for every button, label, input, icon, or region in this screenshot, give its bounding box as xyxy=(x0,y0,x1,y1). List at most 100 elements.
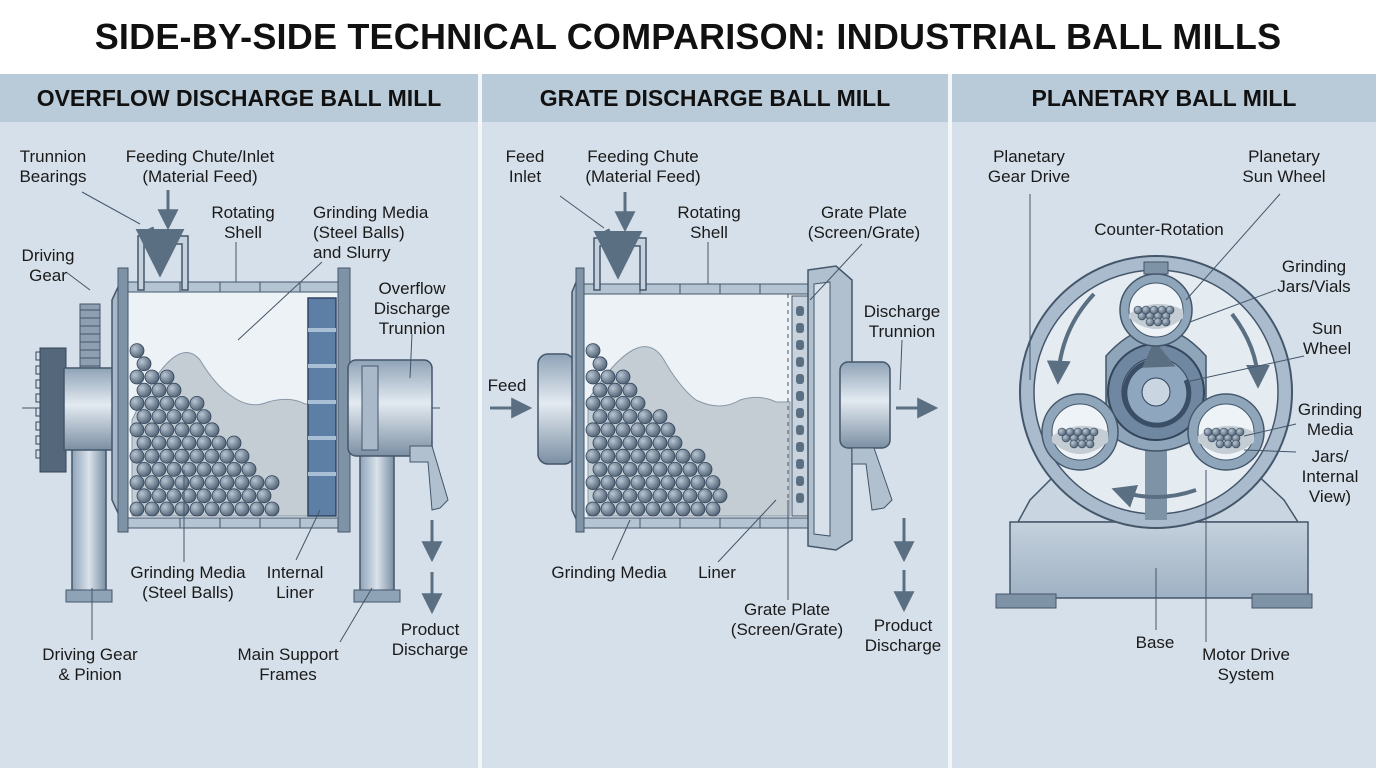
grinding-ball xyxy=(690,475,706,491)
grinding-ball xyxy=(264,501,280,517)
grinding-ball xyxy=(622,488,638,504)
grinding-ball xyxy=(136,382,152,398)
grinding-ball xyxy=(615,448,631,464)
grinding-ball xyxy=(129,395,145,411)
label-feeding-chute: Feeding Chute xyxy=(587,147,699,166)
grinding-ball xyxy=(645,422,661,438)
grinding-ball xyxy=(234,448,250,464)
svg-text:Feeding Chute(Material Feed): Feeding Chute(Material Feed) xyxy=(585,147,700,186)
grinding-ball xyxy=(234,475,250,491)
svg-text:Feeding Chute/Inlet(Material F: Feeding Chute/Inlet(Material Feed) xyxy=(126,147,275,186)
panel-header-bar xyxy=(482,74,948,122)
grinding-ball xyxy=(600,501,616,517)
grinding-ball xyxy=(151,382,167,398)
grate-slot xyxy=(796,459,804,469)
grinding-jar-top xyxy=(1119,273,1193,347)
label-planetary-sun-wheel: Planetary xyxy=(1248,147,1320,166)
panel-title-overflow: OVERFLOW DISCHARGE BALL MILL xyxy=(36,85,442,111)
panel-overflow-discharge: OVERFLOW DISCHARGE BALL MILL xyxy=(0,74,478,768)
grinding-ball xyxy=(622,382,638,398)
grinding-ball xyxy=(226,461,242,477)
label-liner: Liner xyxy=(698,563,736,582)
label-rotating-shell: Rotating xyxy=(211,203,274,222)
grinding-ball xyxy=(129,475,145,491)
grinding-ball xyxy=(675,501,691,517)
grinding-ball xyxy=(675,448,691,464)
grinding-ball xyxy=(211,461,227,477)
grinding-ball xyxy=(622,461,638,477)
grinding-ball xyxy=(615,369,631,385)
label-grinding-media: Grinding Media xyxy=(551,563,667,582)
panel-title-planetary: PLANETARY BALL MILL xyxy=(1031,85,1297,111)
jar-ball xyxy=(1065,427,1075,437)
grinding-ball xyxy=(144,475,160,491)
jar-ball xyxy=(1165,305,1175,315)
grinding-ball xyxy=(660,422,676,438)
grinding-ball xyxy=(630,475,646,491)
label-driving-gear: Driving xyxy=(22,246,75,265)
grinding-ball xyxy=(144,395,160,411)
grinding-ball xyxy=(592,356,608,372)
jar-ball xyxy=(1219,427,1229,437)
label-feed-inlet: Feed xyxy=(506,147,545,166)
grinding-ball xyxy=(667,435,683,451)
grinding-ball xyxy=(652,435,668,451)
grinding-ball xyxy=(600,395,616,411)
grinding-ball xyxy=(181,435,197,451)
jar-ball xyxy=(1081,427,1091,437)
grinding-ball xyxy=(219,501,235,517)
grinding-ball xyxy=(615,422,631,438)
label-base: Base xyxy=(1136,633,1175,652)
grinding-ball xyxy=(585,369,601,385)
grinding-ball xyxy=(652,461,668,477)
jar-ball xyxy=(1145,317,1155,327)
grinding-ball xyxy=(159,422,175,438)
grinding-ball xyxy=(622,435,638,451)
feed-trunnion xyxy=(490,353,575,465)
grinding-ball xyxy=(667,461,683,477)
jar-ball xyxy=(1235,427,1245,437)
grinding-ball xyxy=(607,382,623,398)
main-support-frames xyxy=(65,440,401,603)
grinding-ball xyxy=(136,409,152,425)
grinding-ball xyxy=(585,448,601,464)
grate-slot xyxy=(796,306,804,316)
jar-ball xyxy=(1215,439,1225,449)
jar-ball xyxy=(1161,317,1171,327)
grinding-ball xyxy=(637,461,653,477)
grinding-ball xyxy=(682,461,698,477)
jar-ball xyxy=(1085,439,1095,449)
grinding-ball xyxy=(204,422,220,438)
grinding-ball xyxy=(144,501,160,517)
label-grinding-media-top: Grinding Media xyxy=(313,203,429,222)
grinding-ball xyxy=(151,488,167,504)
grinding-ball xyxy=(211,435,227,451)
grinding-ball xyxy=(144,448,160,464)
jar-ball xyxy=(1069,439,1079,449)
jar-ball xyxy=(1133,305,1143,315)
grinding-ball xyxy=(129,343,145,359)
label-grinding-media: Grinding xyxy=(1298,400,1362,419)
grate-slot xyxy=(796,476,804,486)
grinding-ball xyxy=(159,369,175,385)
grinding-ball xyxy=(189,395,205,411)
grinding-ball xyxy=(151,461,167,477)
grate-plate xyxy=(787,294,809,518)
grate-slot xyxy=(796,374,804,384)
grinding-ball xyxy=(174,395,190,411)
grinding-ball xyxy=(174,501,190,517)
grinding-ball xyxy=(219,448,235,464)
label-motor-drive-system: Motor Drive xyxy=(1202,645,1290,664)
jar-ball xyxy=(1077,439,1087,449)
